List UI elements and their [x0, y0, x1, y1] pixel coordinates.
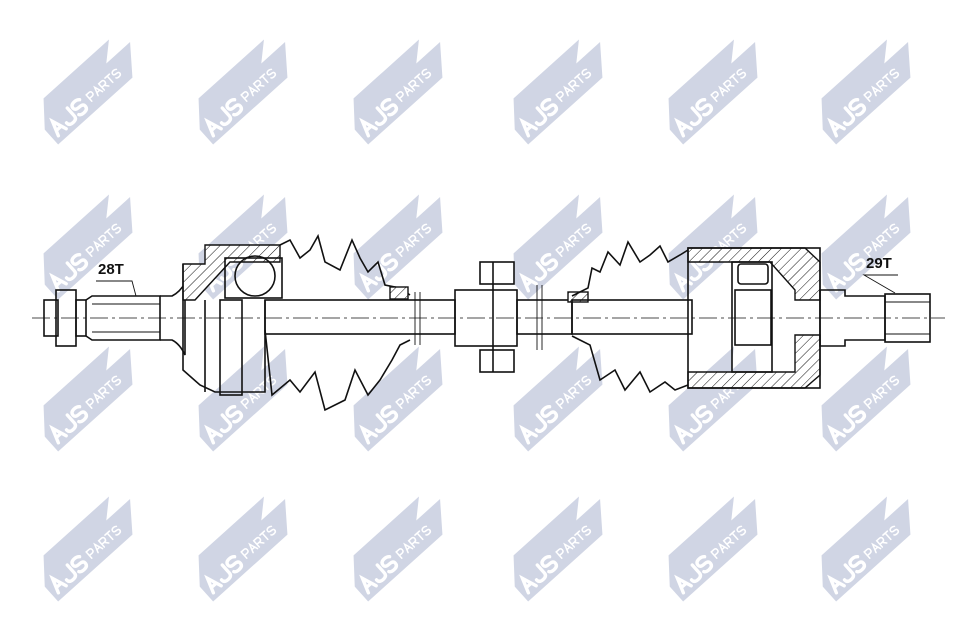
- right-boot-bottom: [571, 335, 689, 394]
- ajs-parts-watermark: [353, 346, 443, 452]
- left-spline-label: 28T: [98, 261, 124, 278]
- ajs-parts-watermark: [513, 194, 603, 300]
- shaft-drawing: 28T 29T: [32, 233, 945, 412]
- ajs-parts-watermark: [43, 496, 133, 602]
- right-spline-label: 29T: [866, 255, 892, 272]
- ajs-parts-watermark: [43, 346, 133, 452]
- ajs-parts-watermark: [668, 496, 758, 602]
- right-boot-top: [571, 240, 689, 297]
- ajs-parts-watermark: [353, 194, 443, 300]
- ajs-parts-watermark: [353, 39, 443, 145]
- left-nut: [43, 299, 59, 337]
- ajs-parts-watermark: [821, 496, 911, 602]
- ajs-parts-watermark: [353, 496, 443, 602]
- inner-shaft-left: [264, 299, 456, 335]
- inner-shaft-right: [516, 299, 573, 335]
- ajs-parts-watermark: [821, 346, 911, 452]
- ajs-parts-watermark: [198, 496, 288, 602]
- ajs-parts-watermark: [668, 39, 758, 145]
- left-boot-bottom: [264, 329, 411, 412]
- ajs-parts-watermark: [821, 39, 911, 145]
- left-ball: [234, 255, 276, 297]
- ajs-parts-watermark: [668, 346, 758, 452]
- ajs-parts-watermark: [198, 39, 288, 145]
- ajs-parts-watermark: [513, 346, 603, 452]
- right-joint-hatched: [687, 247, 821, 301]
- ajs-parts-watermark: [43, 194, 133, 300]
- right-leader-line: [862, 274, 898, 294]
- ajs-parts-watermark: [821, 194, 911, 300]
- ajs-parts-watermark: [668, 194, 758, 300]
- left-leader-line: [96, 280, 137, 297]
- ajs-parts-watermark: [198, 346, 288, 452]
- ajs-parts-watermark: [43, 39, 133, 145]
- right-tripod: [734, 289, 772, 346]
- right-spline: [884, 293, 931, 343]
- ajs-parts-watermark: [513, 496, 603, 602]
- left-spline: [85, 295, 161, 341]
- left-boot-top: [279, 233, 411, 296]
- watermark-layer: [43, 39, 911, 602]
- ajs-parts-watermark: [513, 39, 603, 145]
